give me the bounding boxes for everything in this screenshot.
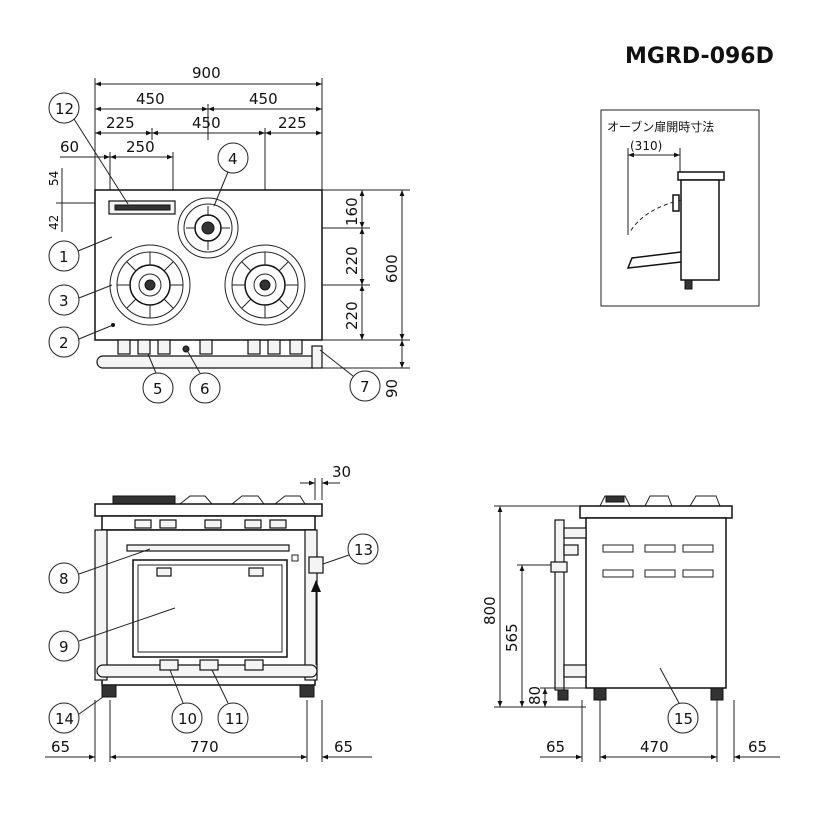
callout-12: 12 [48,92,129,205]
inset-title: オーブン扉開時寸法 [607,119,714,134]
side-top-slab [579,505,733,519]
top-view: 900 450 450 225 450 225 60 250 54 42 [47,64,410,404]
dim-565: 565 [503,623,521,652]
callout-4: 4 [213,142,249,207]
dim-250: 250 [126,138,155,156]
callout-5: 5 [142,353,174,404]
svg-text:7: 7 [360,378,370,396]
dim-30: 30 [332,463,351,481]
front-view: 30 65 770 65 8 9 10 11 [45,463,379,762]
large-burner-left [109,244,191,326]
svg-text:13: 13 [354,541,373,559]
dim-450-mid: 450 [192,114,221,132]
side-view: 800 565 80 65 470 65 15 [481,495,780,762]
svg-text:4: 4 [228,150,238,168]
callout-15: 15 [659,667,699,734]
svg-text:1: 1 [59,248,69,266]
inset-frame [600,109,760,307]
dim-65-left: 65 [51,738,70,756]
callout-13: 13 [322,533,379,565]
vent-slots [602,544,714,578]
dim-65-side-left: 65 [546,738,565,756]
callout-10: 10 [169,669,203,734]
dim-160: 160 [343,197,361,226]
callout-11: 11 [211,669,249,734]
model-number: MGRD-096D [625,44,774,69]
dim-60: 60 [60,138,79,156]
callout-7: 7 [319,349,381,402]
oven-handle [126,544,290,552]
svg-text:14: 14 [55,710,74,728]
dim-450-left: 450 [136,90,165,108]
svg-text:12: 12 [55,100,74,118]
side-cabinet [585,517,727,689]
dim-470: 470 [640,738,669,756]
svg-text:10: 10 [178,710,197,728]
svg-text:2: 2 [59,334,69,352]
front-top-slab [94,503,323,517]
dim-80: 80 [526,686,544,705]
callout-6: 6 [187,351,221,404]
dim-900: 900 [192,64,221,82]
callout-14: 14 [48,696,104,734]
dim-54: 54 [47,171,61,186]
dim-600: 600 [383,254,401,283]
front-knobs [134,519,287,529]
callout-9: 9 [48,607,176,662]
dim-220-upper: 220 [343,246,361,275]
dim-770: 770 [190,738,219,756]
svg-text:6: 6 [200,380,210,398]
gas-pipe-top [96,355,320,369]
svg-text:9: 9 [59,638,69,656]
small-burner [177,197,239,259]
svg-text:15: 15 [674,710,693,728]
callout-3: 3 [48,284,113,316]
dim-90: 90 [383,379,401,398]
dim-65-side-right: 65 [748,738,767,756]
knob-row [117,339,303,355]
dim-42: 42 [47,215,61,230]
svg-text:8: 8 [59,570,69,588]
svg-text:5: 5 [153,380,163,398]
dim-450-right: 450 [249,90,278,108]
svg-text:11: 11 [225,710,244,728]
dim-220-lower: 220 [343,301,361,330]
callout-2: 2 [48,324,114,358]
oven-door [132,559,288,658]
dim-225-right: 225 [278,114,307,132]
oven-door-open-inset: オーブン扉開時寸法 (310) [600,109,760,307]
svg-text:3: 3 [59,292,69,310]
dim-800: 800 [481,596,499,625]
large-burner-right [224,244,306,326]
callout-1: 1 [48,236,113,272]
inset-dim-label: (310) [630,139,662,153]
dim-65-right: 65 [334,738,353,756]
callout-8: 8 [48,548,151,594]
dim-225-left: 225 [106,114,135,132]
